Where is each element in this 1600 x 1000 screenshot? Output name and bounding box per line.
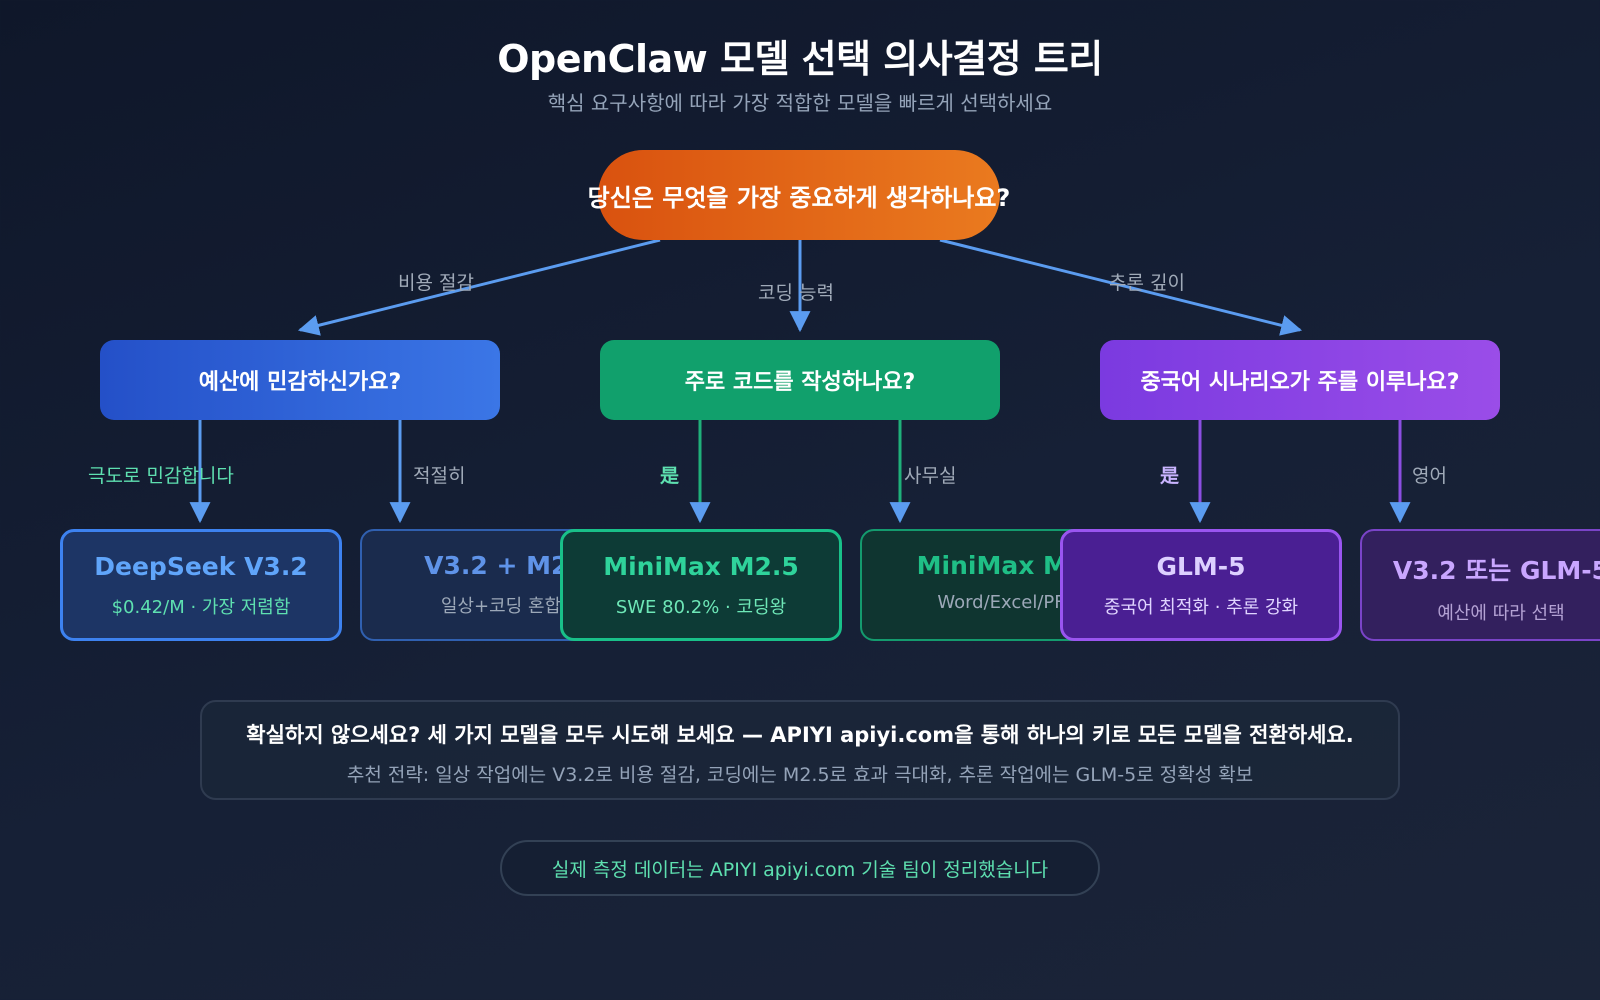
- edge-label-reasoning: 추론 깊이: [1109, 272, 1185, 294]
- page-subtitle: 핵심 요구사항에 따라 가장 적합한 모델을 빠르게 선택하세요: [547, 91, 1053, 115]
- leaf-name: DeepSeek V3.2: [94, 552, 308, 581]
- question-node-budget: 예산에 민감하신가요?: [100, 340, 500, 420]
- leaf-name: MiniMax M2.5: [603, 552, 799, 581]
- edge-label-cost: 비용 절감: [398, 272, 474, 294]
- leaf-desc: $0.42/M · 가장 저렴함: [111, 597, 291, 618]
- leaf-desc: SWE 80.2% · 코딩왕: [615, 597, 787, 618]
- leaf-name: GLM-5: [1156, 552, 1246, 581]
- edge-label-office: 사무실: [904, 465, 957, 487]
- edge-label-moderate: 적절히: [413, 465, 466, 487]
- leaf-name: MiniMax M2: [916, 551, 1086, 580]
- leaf-desc: 일상+코딩 혼합: [440, 596, 562, 617]
- edge-label-english: 영어: [1412, 465, 1447, 487]
- edge-label-very-sensitive: 극도로 민감합니다: [88, 465, 234, 487]
- question-node-chinese: 중국어 시나리오가 주를 이루나요?: [1100, 340, 1500, 420]
- leaf-v32-or-glm5: V3.2 또는 GLM-5 예산에 따라 선택: [1360, 529, 1600, 641]
- edge-label-yes-chinese: 是: [1160, 465, 1180, 487]
- recommendation-box: [200, 700, 1400, 800]
- page-title: OpenClaw 모델 선택 의사결정 트리: [497, 37, 1103, 81]
- leaf-desc: Word/Excel/PF: [937, 592, 1065, 613]
- root-question-node: 당신은 무엇을 가장 중요하게 생각하나요?: [588, 150, 1010, 240]
- leaf-glm5: GLM-5 중국어 최적화 · 추론 강화: [1060, 529, 1342, 641]
- edge-root-cost: [297, 238, 661, 336]
- recommendation-headline: 확실하지 않으세요? 세 가지 모델을 모두 시도해 보세요 — APIYI a…: [246, 723, 1354, 747]
- leaf-name: V3.2 + M2.: [424, 551, 578, 580]
- question-node-coding: 주로 코드를 작성하나요?: [600, 340, 1000, 420]
- edge-label-yes-coding: 是: [660, 465, 680, 487]
- recommendation-strategy: 추천 전략: 일상 작업에는 V3.2로 비용 절감, 코딩에는 M2.5로 효…: [346, 764, 1254, 786]
- data-credit-pill: 실제 측정 데이터는 APIYI apiyi.com 기술 팀이 정리했습니다: [500, 840, 1100, 896]
- leaf-deepseek-v32: DeepSeek V3.2 $0.42/M · 가장 저렴함: [60, 529, 342, 641]
- leaf-desc: 예산에 따라 선택: [1437, 603, 1565, 624]
- edge-label-coding: 코딩 능력: [758, 282, 834, 304]
- leaf-desc: 중국어 최적화 · 추론 강화: [1103, 597, 1299, 618]
- leaf-minimax-m25: MiniMax M2.5 SWE 80.2% · 코딩왕: [560, 529, 842, 641]
- leaf-name: V3.2 또는 GLM-5: [1392, 556, 1600, 585]
